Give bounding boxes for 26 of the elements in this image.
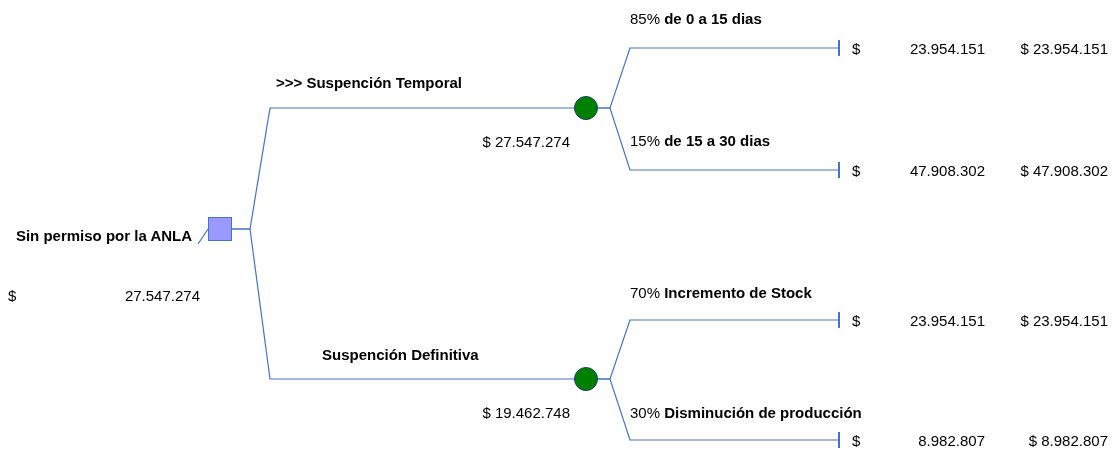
end-marker [838,312,840,328]
value-label: $ 23.954.151 [1019,311,1108,331]
end-marker [838,162,840,178]
branch-line [597,378,839,441]
node-label: Sin permiso por la ANLA [14,226,194,246]
value-label: $ [852,311,862,331]
value-label: $ [852,161,862,181]
value-label: $ [852,39,862,59]
value-label: $ 23.954.151 [1019,39,1108,59]
value-label: $ 27.547.274 [481,132,570,152]
end-marker [838,432,840,448]
end-marker [838,40,840,56]
value-label: $ [852,431,862,451]
branch-line [597,107,839,171]
value-label: 23.954.151 [908,311,985,331]
value-label: 27.547.274 [123,286,200,306]
value-label: 8.982.807 [917,431,985,451]
value-label: $ 8.982.807 [1027,431,1108,451]
branch-line [231,228,575,380]
decision-square [208,217,232,241]
value-label: $ [8,286,18,306]
value-label: $ 19.462.748 [481,403,570,423]
branch-line [197,228,209,245]
value-label: $ 47.908.302 [1019,161,1108,181]
value-label: 47.908.302 [908,161,985,181]
value-label: 23.954.151 [908,39,985,59]
